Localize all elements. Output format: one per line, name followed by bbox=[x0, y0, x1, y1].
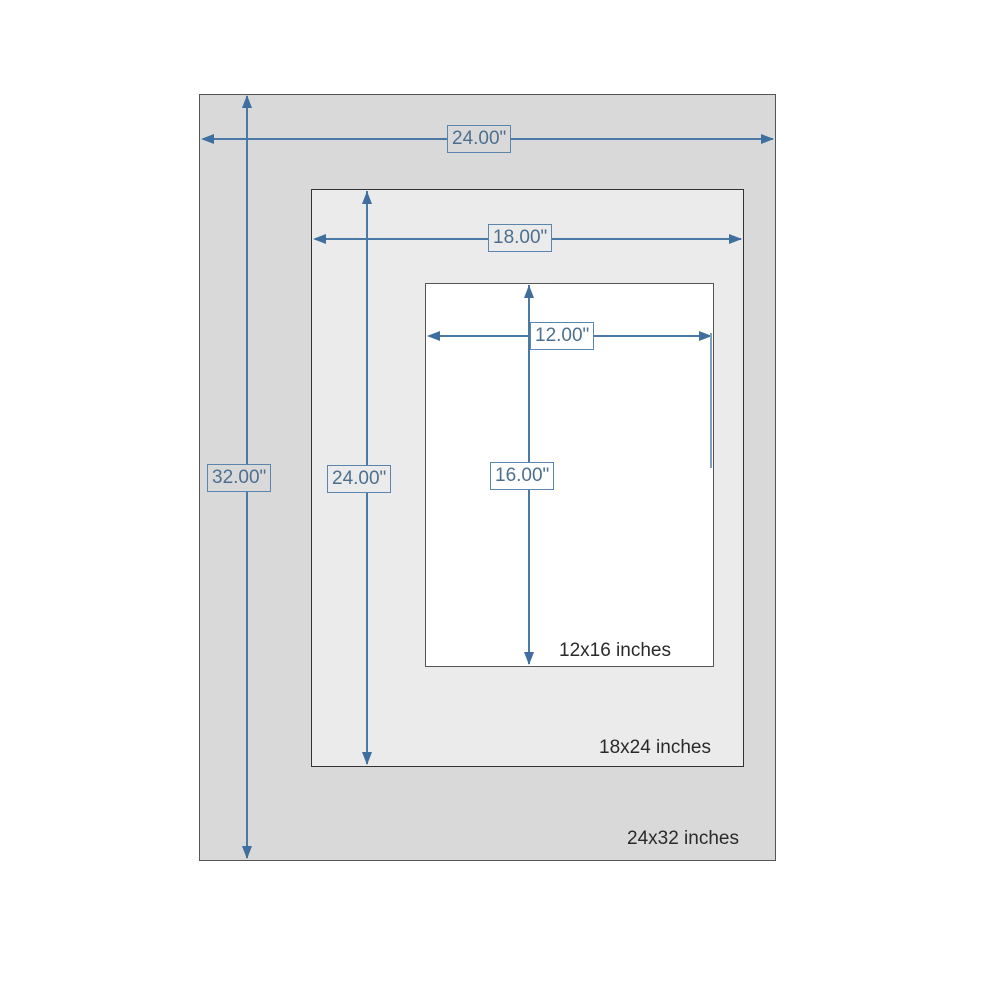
middle-width-label: 18.00" bbox=[488, 224, 553, 252]
arrow-up-icon bbox=[362, 191, 372, 204]
inner-size-label: 12x16 inches bbox=[559, 640, 671, 661]
outer-height-label: 32.00" bbox=[207, 464, 272, 492]
inner-right-extension-line bbox=[710, 333, 712, 468]
arrow-right-icon bbox=[699, 331, 712, 341]
arrow-right-icon bbox=[729, 234, 742, 244]
arrow-right-icon bbox=[761, 134, 774, 144]
arrow-down-icon bbox=[524, 652, 534, 665]
middle-height-label: 24.00" bbox=[327, 465, 392, 493]
arrow-up-icon bbox=[242, 95, 252, 108]
arrow-left-icon bbox=[313, 234, 326, 244]
outer-width-label: 24.00" bbox=[447, 125, 512, 153]
arrow-down-icon bbox=[362, 752, 372, 765]
outer-size-label: 24x32 inches bbox=[627, 828, 739, 849]
arrow-up-icon bbox=[524, 285, 534, 298]
arrow-left-icon bbox=[201, 134, 214, 144]
arrow-left-icon bbox=[427, 331, 440, 341]
arrow-down-icon bbox=[242, 846, 252, 859]
inner-width-label: 12.00" bbox=[530, 322, 595, 350]
middle-size-label: 18x24 inches bbox=[599, 737, 711, 758]
inner-height-label: 16.00" bbox=[490, 462, 555, 490]
